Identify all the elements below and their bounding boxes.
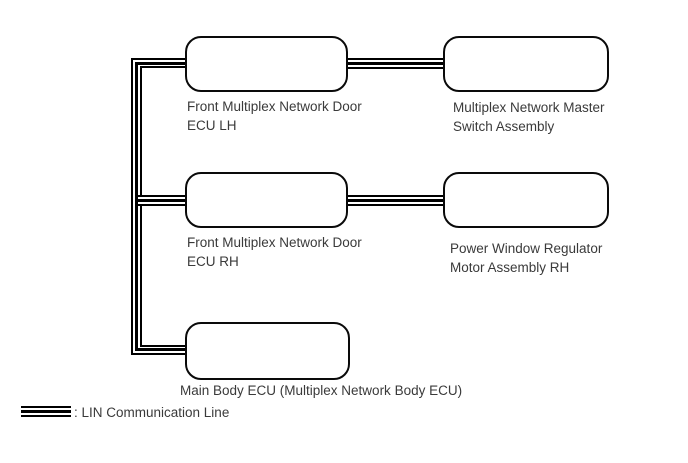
lin-branch-to-ecu-rh bbox=[138, 195, 186, 206]
label-line: Front Multiplex Network Door bbox=[187, 235, 362, 250]
node-front-multiplex-network-door-ecu-lh bbox=[185, 36, 348, 92]
node-power-window-regulator-motor-assembly-rh bbox=[443, 172, 609, 228]
node-multiplex-network-master-switch-assembly bbox=[443, 36, 609, 92]
legend-lin-line-label: : LIN Communication Line bbox=[74, 405, 230, 420]
node-main-body-ecu bbox=[185, 322, 350, 380]
lin-trunk-line-outer bbox=[131, 58, 186, 355]
label-line: Front Multiplex Network Door bbox=[187, 99, 362, 114]
lin-trunk-line-middle bbox=[135, 62, 186, 351]
label-line: ECU RH bbox=[187, 254, 239, 269]
lin-trunk-line-inner bbox=[140, 66, 186, 347]
label-front-multiplex-network-door-ecu-lh: Front Multiplex Network Door ECU LH bbox=[187, 97, 362, 135]
label-line: Main Body ECU (Multiplex Network Body EC… bbox=[180, 383, 463, 398]
label-main-body-ecu: Main Body ECU (Multiplex Network Body EC… bbox=[180, 381, 462, 400]
lin-link-ecu-rh-to-regulator-motor bbox=[347, 195, 444, 206]
legend-lin-line-symbol bbox=[21, 406, 71, 417]
lin-link-ecu-lh-to-master-switch bbox=[347, 58, 444, 69]
label-multiplex-network-master-switch-assembly: Multiplex Network Master Switch Assembly bbox=[453, 98, 605, 136]
label-line: Multiplex Network Master bbox=[453, 100, 605, 115]
node-front-multiplex-network-door-ecu-rh bbox=[185, 172, 348, 228]
label-power-window-regulator-motor-assembly-rh: Power Window Regulator Motor Assembly RH bbox=[450, 239, 602, 277]
label-line: Motor Assembly RH bbox=[450, 260, 570, 275]
label-front-multiplex-network-door-ecu-rh: Front Multiplex Network Door ECU RH bbox=[187, 233, 362, 271]
label-line: Switch Assembly bbox=[453, 119, 555, 134]
label-line: ECU LH bbox=[187, 118, 237, 133]
label-line: Power Window Regulator bbox=[450, 241, 603, 256]
